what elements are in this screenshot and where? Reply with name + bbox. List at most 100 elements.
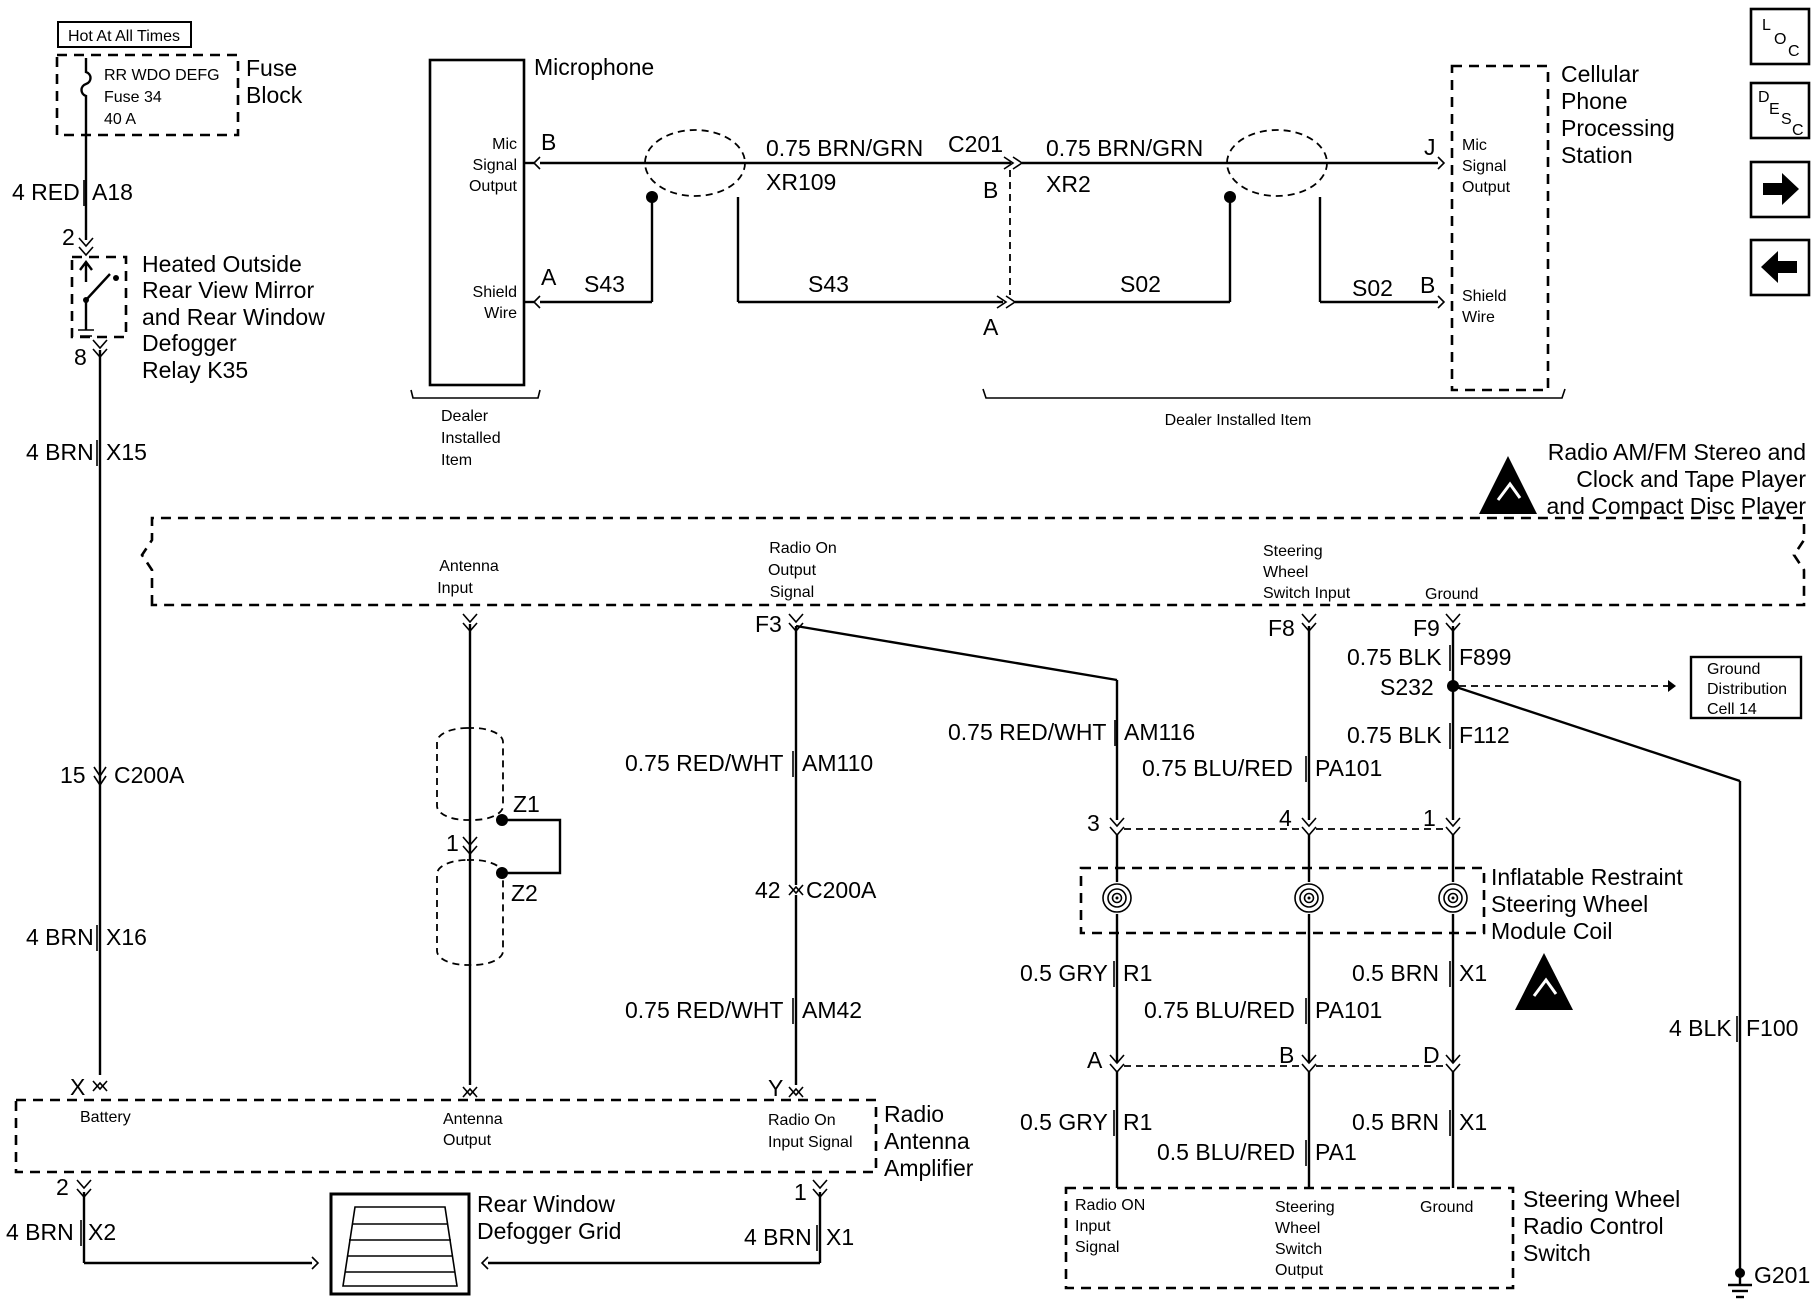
coil-outline [1079,866,1486,935]
wire-pa101-upper-color: 0.75 BLU/RED [1142,755,1293,781]
cellular-pin-b: B [1420,272,1435,298]
wire-x1-upper-circuit: X1 [1459,960,1487,986]
mic-dealer-label-3: Item [441,452,472,469]
mic-pin-b: B [541,129,556,155]
wire-x1-lower-circuit: X1 [1459,1109,1487,1135]
wire-x2-circuit: X2 [88,1219,116,1245]
connector-pin-a: A [1087,1047,1103,1073]
wire-r1-upper-color: 0.5 GRY [1020,960,1108,986]
rear-window-defogger: 2 4 BRN X2 Rear Window Defogger Grid 1 4… [6,1174,854,1296]
loc-letter-o: O [1774,31,1786,48]
shield-wire-label-2: Wire [484,305,517,322]
wire-x1-lower-color: 0.5 BRN [1352,1109,1439,1135]
relay-k35-outline [70,255,128,339]
wire-am116-color: 0.75 RED/WHT [948,719,1106,745]
nav-panel: L O C D E S C [1749,7,1811,297]
radio-on-circuit: 0.75 RED/WHT AM116 0.75 RED/WHT AM110 42… [625,613,1195,1085]
c200a-label-right: C200A [806,877,877,903]
coax-shield-lower [436,859,504,966]
mic-pin-a: A [541,264,557,290]
wire-f899-color: 0.75 BLK [1347,644,1442,670]
amplifier-radio-on-label-2: Input Signal [768,1134,853,1151]
wire-am42-color: 0.75 RED/WHT [625,997,783,1023]
defogger-grid-icon [329,1192,471,1296]
connector-c201: C201 [948,131,1003,157]
relay-title-4: Defogger [142,330,237,356]
cellular-title-2: Phone [1561,88,1628,114]
coil-title-1: Inflatable Restraint [1491,864,1683,890]
arrow-left-icon [1761,251,1797,283]
shield-loop-2 [1226,129,1328,197]
wire-am42-circuit: AM42 [802,997,862,1023]
coil-pin-4: 4 [1279,805,1292,831]
switch-radio-on-label-3: Signal [1075,1239,1119,1256]
wire-f100-circuit: F100 [1746,1015,1798,1041]
switch-output-label-3: Switch [1275,1241,1322,1258]
c200a-pin-42: 42 [755,877,781,903]
ground-g201-label: G201 [1754,1262,1810,1288]
description-button[interactable]: D E S C [1749,81,1811,140]
relay-title-1: Heated Outside [142,251,302,277]
wire-x15-circuit: X15 [106,439,147,465]
fuse-rating: 40 A [104,111,136,128]
mic-dealer-label-2: Installed [441,430,501,447]
hot-at-all-times-label: Hot At All Times [68,28,180,45]
wire-x1-upper-color: 0.5 BRN [1352,960,1439,986]
ground-distribution-box [1689,655,1803,720]
amplifier-antenna-label-2: Output [443,1132,492,1149]
defogger-pin-2: 2 [56,1174,69,1200]
wire-r1-lower-circuit: R1 [1123,1109,1152,1135]
cellular-title-3: Processing [1561,115,1675,141]
radio-on-output-label-2: Output [768,562,817,579]
radio-on-output-label-1: Radio On [769,540,837,557]
shield-wire-label-1: Shield [473,284,517,301]
defogger-title-1: Rear Window [477,1191,615,1217]
coil-esd-warning-icon [1515,953,1573,1010]
left-circuit: 4 RED A18 2 Heated Outside Rear View Mir… [12,135,325,1075]
cellular-mic-label-3: Output [1462,179,1511,196]
wire-x2-color: 4 BRN [6,1219,74,1245]
radio-on-output-label-3: Signal [770,584,814,601]
c200a-label-left: C200A [114,762,185,788]
cellular-mic-label-1: Mic [1462,137,1487,154]
wire-xr109-color: 0.75 BRN/GRN [766,135,923,161]
fuse-block-title-1: Fuse [246,55,297,81]
switch-title-2: Radio Control [1523,1213,1664,1239]
relay-title-2: Rear View Mirror [142,277,314,303]
mic-signal-label-1: Mic [492,136,517,153]
previous-page-button[interactable] [1749,238,1811,297]
desc-letter-c: C [1792,122,1804,139]
wire-f112-color: 0.75 BLK [1347,722,1442,748]
wire-pa1-circuit: PA1 [1315,1139,1357,1165]
switch-title-3: Switch [1523,1240,1591,1266]
switch-output-label-1: Steering [1275,1199,1335,1216]
module-coil: 3 4 1 Inflatable Restraint Steering Whee… [1020,805,1683,1073]
splice-z1: Z1 [513,791,540,817]
fuse-block-title-2: Block [246,82,303,108]
wire-f899-circuit: F899 [1459,644,1511,670]
wire-pa1-color: 0.5 BLU/RED [1157,1139,1295,1165]
radio-pin-f8: F8 [1268,615,1295,641]
switch-ground-label: Ground [1420,1199,1473,1216]
ground-dist-label-3: Cell 14 [1707,701,1757,718]
coil-title-3: Module Coil [1491,918,1612,944]
switch-output-label-4: Output [1275,1262,1324,1279]
amplifier-pin-y: Y [768,1075,783,1101]
coax-shield-upper [436,727,504,821]
coax-connector-pin-1: 1 [446,830,459,856]
antenna-coax: Z1 Z2 1 [436,613,562,1085]
steering-ground-circuits: 0.75 BLU/RED PA101 0.75 BLK F899 S232 Gr… [1142,613,1810,1299]
wire-pa101-lower-circuit: PA101 [1315,997,1382,1023]
esd-warning-icon [1479,456,1537,514]
shield-loop-1 [644,129,746,197]
coil-pin-3: 3 [1087,810,1100,836]
coil-pin-1: 1 [1423,805,1436,831]
radio-title-3: and Compact Disc Player [1547,493,1807,519]
cellular-title-1: Cellular [1561,61,1639,87]
location-button[interactable]: L O C [1749,7,1811,66]
desc-letter-e: E [1769,101,1780,118]
coil-spiral-icon-3 [1437,882,1469,914]
wire-xr2-color: 0.75 BRN/GRN [1046,135,1203,161]
next-page-button[interactable] [1749,160,1811,219]
